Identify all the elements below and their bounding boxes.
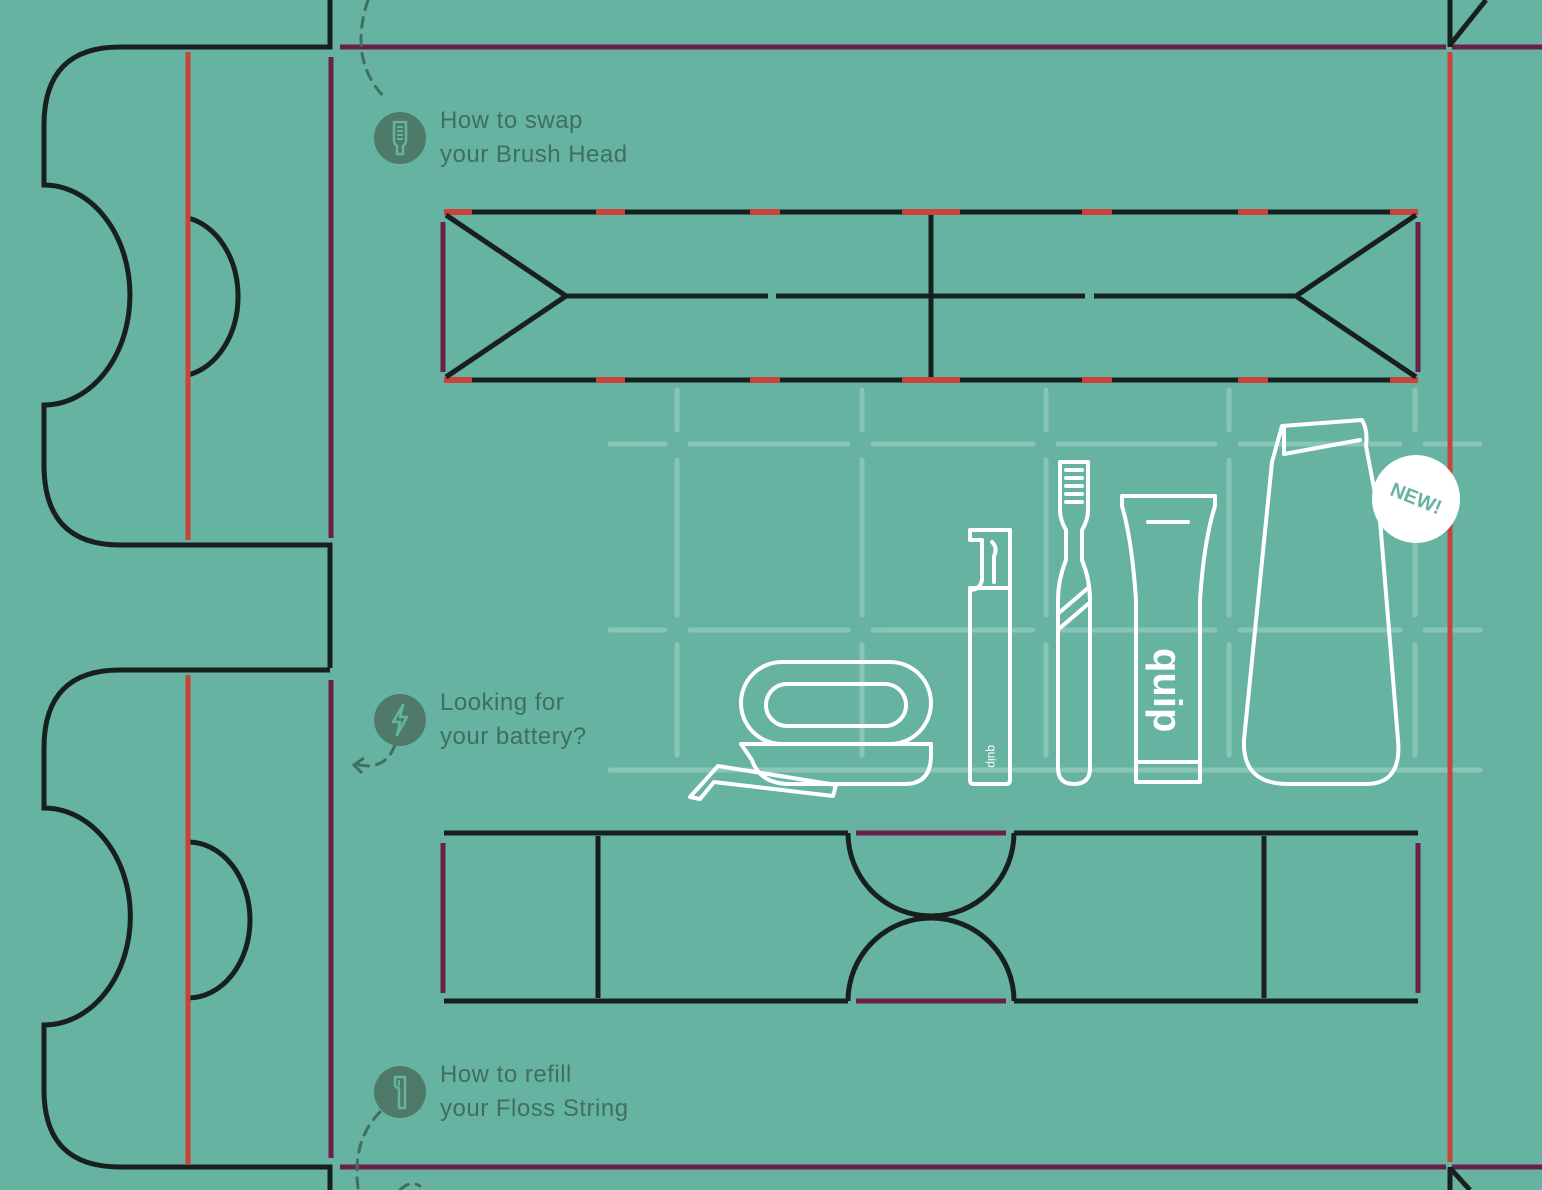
products: quip quip <box>688 418 1401 801</box>
tip-line2: your Floss String <box>440 1095 629 1122</box>
floss-pick-product-icon: quip <box>968 528 1012 786</box>
new-badge-label: NEW! <box>1387 478 1446 519</box>
tip-battery-text: Looking for your battery? <box>440 686 587 754</box>
dashed-guides <box>353 0 422 1190</box>
tip-brush-head-text: How to swap your Brush Head <box>440 104 628 172</box>
tip-battery[interactable]: Looking for your battery? <box>374 686 587 754</box>
edge-folds <box>340 44 1542 1170</box>
mouthwash-bottle-icon <box>1241 418 1401 786</box>
right-corner-cuts <box>1447 0 1488 1190</box>
lower-insert <box>440 830 1421 1004</box>
tip-line2: your battery? <box>440 723 587 750</box>
lightning-bolt-icon <box>374 694 426 746</box>
left-folds <box>185 52 334 1165</box>
floss-pick-icon <box>374 1066 426 1118</box>
toothbrush-head-icon <box>374 112 426 164</box>
arrow-head <box>351 756 365 775</box>
tip-brush-head[interactable]: How to swap your Brush Head <box>374 104 628 172</box>
svg-text:quip: quip <box>985 745 999 768</box>
travel-case-icon <box>688 660 933 801</box>
tile-grid <box>607 387 1483 773</box>
tip-line1: How to refill <box>440 1061 572 1088</box>
new-badge: NEW! <box>1372 455 1460 543</box>
tip-floss-string[interactable]: How to refill your Floss String <box>374 1058 629 1126</box>
tip-line1: Looking for <box>440 689 565 716</box>
left-tabs <box>41 0 333 1190</box>
tip-line2: your Brush Head <box>440 141 628 168</box>
tip-line1: How to swap <box>440 107 583 134</box>
toothpaste-tube-icon: quip <box>1120 494 1217 784</box>
svg-text:quip: quip <box>1145 648 1189 732</box>
tip-floss-string-text: How to refill your Floss String <box>440 1058 629 1126</box>
upper-insert <box>440 209 1421 383</box>
toothbrush-product-icon <box>1056 460 1092 786</box>
